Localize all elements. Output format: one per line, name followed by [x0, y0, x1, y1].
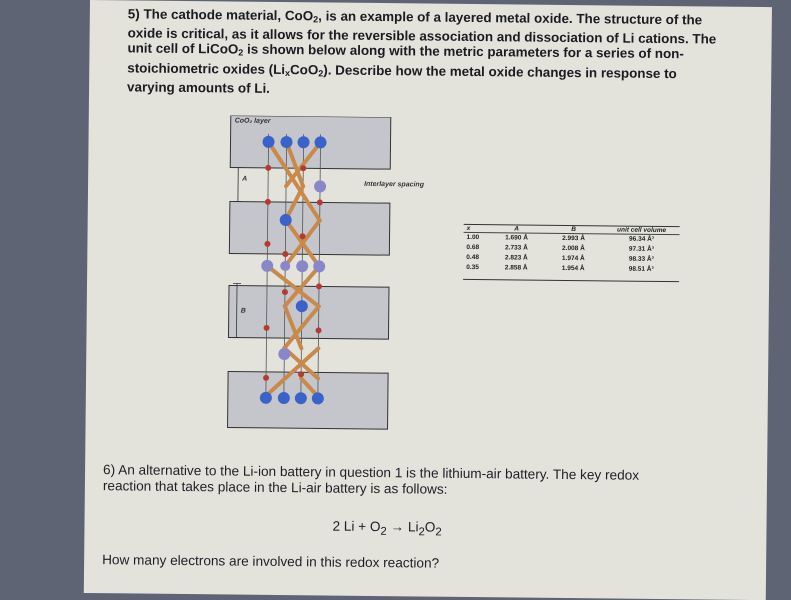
header-volume: unit cell volume	[605, 226, 679, 234]
question-number: 5)	[128, 6, 140, 21]
question-6: 6) An alternative to the Li-ion battery …	[103, 462, 663, 499]
cell-b: 1.974 Å	[542, 254, 604, 265]
cell-b: 2.008 Å	[542, 244, 604, 255]
header-a: A	[491, 225, 543, 233]
cell-volume: 98.51 Å³	[604, 264, 678, 275]
lithium-atom	[296, 260, 308, 272]
cell-a: 2.823 Å	[490, 253, 542, 264]
unit-cell-svg	[225, 115, 438, 437]
question-6-prompt: How many electrons are involved in this …	[102, 552, 439, 571]
question-number: 6)	[103, 462, 115, 477]
lithium-atom	[314, 180, 326, 192]
dimension-a-label: A	[242, 176, 247, 183]
cell-a: 2.858 Å	[490, 263, 542, 274]
layer-box	[228, 371, 389, 429]
question-5: 5) The cathode material, CoO2, is an exa…	[127, 6, 718, 100]
cell-b: 1.954 Å	[542, 264, 604, 275]
cell-x: 1.00	[463, 233, 490, 243]
coo2-layer-label: CoO₂ layer	[235, 118, 271, 125]
cell-x: 0.48	[463, 253, 490, 263]
cell-a: 1.690 Å	[490, 233, 542, 244]
cell-x: 0.68	[463, 243, 490, 253]
cell-b: 2.993 Å	[542, 234, 604, 245]
header-b: B	[543, 226, 605, 234]
redox-equation: 2 Li + O2 → Li2O2	[332, 519, 441, 539]
document-page: 5) The cathode material, CoO2, is an exa…	[84, 0, 772, 600]
interlayer-spacing-label: Interlayer spacing	[364, 181, 424, 189]
layer-box	[229, 201, 390, 255]
layer-box	[228, 285, 389, 339]
cell-a: 2.733 Å	[490, 243, 542, 254]
cell-x: 0.35	[463, 263, 490, 273]
dimension-b-label: B	[241, 308, 246, 315]
header-x: x	[464, 225, 491, 232]
licoo2-unit-cell-diagram: CoO₂ layer Interlayer spacing A B	[225, 115, 438, 437]
question-text: The cathode material, CoO2, is an exampl…	[127, 7, 716, 96]
metric-parameters-table: x A B unit cell volume 1.00 1.690 Å 2.99…	[463, 224, 680, 282]
question-text: An alternative to the Li-ion battery in …	[103, 462, 639, 496]
